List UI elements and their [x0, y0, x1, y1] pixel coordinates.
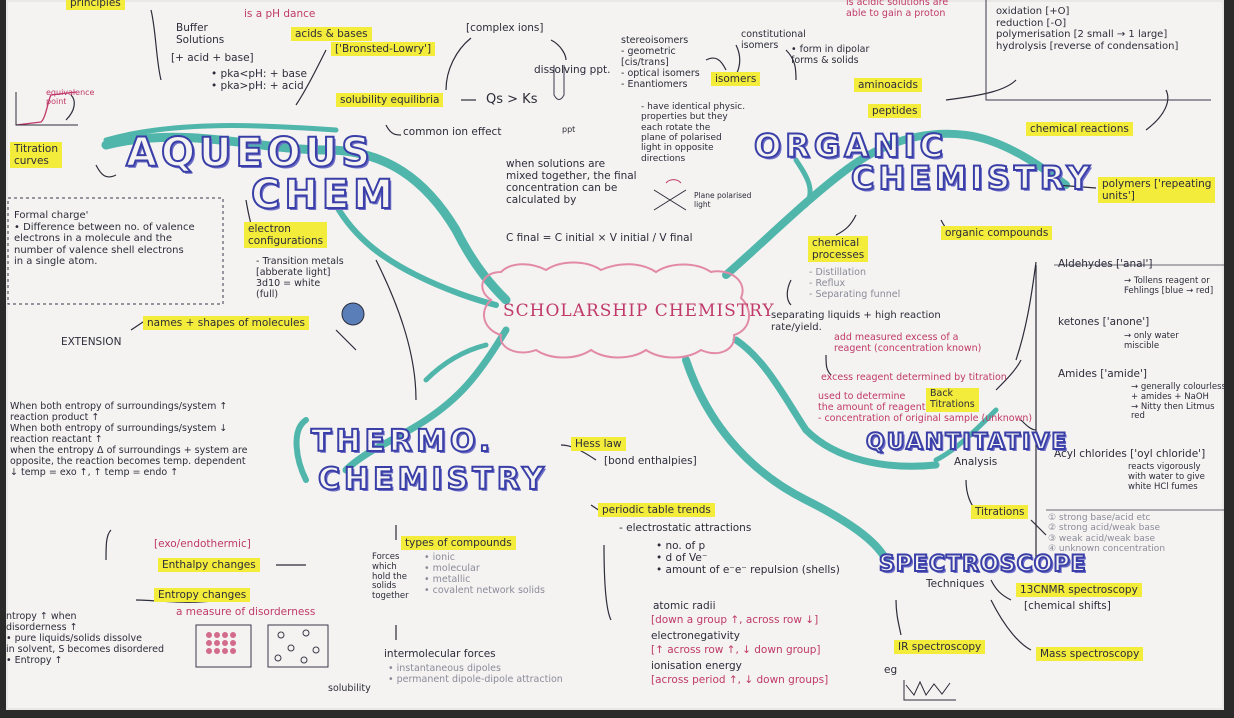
electronegativity-trend: [↑ across row ↑, ↓ down group] [651, 644, 821, 656]
acyl-chlorides-note: reacts vigorously with water to give whi… [1128, 462, 1205, 492]
ionisation-energy-label: ionisation energy [651, 660, 742, 672]
bond-enthalpies-label: [bond enthalpies] [604, 455, 697, 467]
exo-endo-label: [exo/endothermic] [154, 538, 251, 550]
mass-spectroscopy-label: Mass spectroscopy [1036, 647, 1144, 662]
excess-reagent-note: excess reagent determined by titration [821, 372, 1007, 383]
types-of-compounds-label: types of compounds [401, 536, 516, 551]
buffer-solutions: Buffer Solutions [176, 22, 225, 47]
ir-spectroscopy-label: IR spectroscopy [894, 640, 986, 655]
formal-charge-note: Formal charge' • Difference between no. … [14, 210, 195, 267]
atomic-radii-trend: [down a group ↑, across row ↓] [651, 614, 819, 626]
ketones-note: → only water miscible [1124, 331, 1179, 351]
techniques-label: Techniques [926, 578, 985, 590]
thermo-title-line2: CHEMISTRY [317, 462, 548, 498]
stereoisomers-list: stereoisomers - geometric [cis/trans] - … [621, 35, 700, 90]
analysis-label: Analysis [954, 456, 998, 468]
enthalpy-changes-label: Enthalpy changes [158, 558, 260, 573]
aminoacids-label: aminoacids [854, 78, 922, 93]
chemical-shifts-label: [chemical shifts] [1024, 600, 1111, 612]
qs-ks-relation: Qs > Ks [486, 92, 538, 107]
spectroscope-title: SPECTROSCOPE [878, 551, 1087, 578]
aqueous-title-line2: CHEM [250, 171, 397, 219]
peptides-label: peptides [868, 104, 922, 119]
dissolving-ppt-label: dissolving ppt. [534, 64, 611, 76]
solubility-equilibria-label: solubility equilibria [336, 93, 444, 108]
amides-label: Amides ['amide'] [1058, 368, 1147, 380]
common-ion-effect-label: common ion effect [403, 126, 502, 138]
bronsted-label: ['Bronsted-Lowry'] [331, 42, 436, 57]
electrostatic-label: - electrostatic attractions [619, 522, 752, 534]
zwitterion-note: • form in dipolar forms & solids [791, 44, 870, 66]
separating-note: separating liquids + high reaction rate/… [771, 310, 941, 333]
transition-metals-note: - Transition metals [abberate light] 3d1… [256, 256, 344, 300]
back-titrations-label: Back Titrations [926, 388, 979, 412]
compound-types-list: • ionic • molecular • metallic • covalen… [424, 552, 545, 596]
aqueous-title-line1: AQUEOUS [125, 129, 375, 177]
isomers-label: isomers [711, 72, 761, 87]
entropy-changes-label: Entropy changes [154, 588, 251, 603]
eg-label: eg [884, 664, 898, 676]
process-techniques-list: - Distillation - Reflux - Separating fun… [809, 267, 901, 300]
plane-light-label: Plane polarised light [694, 191, 752, 209]
mind-map-poster: SCHOLARSHIP CHEMISTRY AQUEOUS CHEM princ… [6, 0, 1224, 710]
entropy-increase-notes: ntropy ↑ when disorderness ↑ • pure liqu… [6, 611, 164, 666]
solubility-label: solubility [328, 683, 371, 694]
acids-bases-label: acids & bases [291, 27, 372, 42]
periodic-factors-list: • no. of p • d of Ve⁻ • amount of e⁻e⁻ r… [656, 540, 840, 577]
intermolecular-forces-label: intermolecular forces [384, 648, 496, 660]
thermo-title-line1: THERMO. [310, 424, 495, 460]
forces-note: Forces which hold the solids together [372, 552, 409, 602]
aldehydes-note: → Tollens reagent or Fehlings [blue → re… [1124, 276, 1214, 296]
intermolecular-list: • instantaneous dipoles • permanent dipo… [388, 663, 563, 685]
polymers-label: polymers ['repeating units'] [1098, 177, 1216, 204]
dilution-formula: C final = C initial × V initial / V fina… [506, 232, 693, 244]
ionisation-trend: [across period ↑, ↓ down groups] [651, 674, 829, 686]
buffer-detail: [+ acid + base] [171, 52, 254, 64]
complex-ions-label: [complex ions] [466, 22, 544, 34]
add-excess-note: add measured excess of a reagent (concen… [834, 332, 982, 354]
ketones-label: ketones ['anone'] [1058, 316, 1150, 328]
dilution-note: when solutions are mixed together, the f… [506, 158, 637, 207]
equivalence-point-label: equivalence point [46, 88, 95, 107]
enantiomers-note: - have identical physic. properties but … [641, 102, 746, 164]
chemical-processes-label: chemical processes [808, 236, 869, 263]
aldehydes-label: Aldehydes ['anal'] [1058, 258, 1153, 270]
organic-title-line2: CHEMISTRY [850, 159, 1094, 198]
extension-label: EXTENSION [61, 336, 122, 348]
atomic-radii-label: atomic radii [653, 600, 716, 612]
electron-configurations-label: electron configurations [244, 222, 328, 249]
ppt-label: ppt [562, 125, 576, 134]
titration-curves-label: Titration curves [10, 142, 62, 169]
organic-compounds-label: organic compounds [941, 226, 1053, 241]
organic-title-line1: ORGANIC [753, 127, 948, 166]
quantitative-title: QUANTITATIVE [865, 429, 1069, 456]
electronegativity-label: electronegativity [651, 630, 740, 642]
back-titration-use-note: used to determine the amount of reagent … [818, 391, 1033, 424]
names-shapes-label: names + shapes of molecules [143, 316, 309, 331]
reaction-types-list: oxidation [+O] reduction [-O] polymerisa… [996, 6, 1179, 52]
pka-notes: • pka<pH: + base • pka>pH: + acid [211, 68, 307, 93]
center-title: SCHOLARSHIP CHEMISTRY [503, 301, 775, 321]
ph-dance-note: is a pH dance [244, 8, 316, 20]
disorderness-definition: a measure of disorderness [176, 606, 316, 618]
titrations-label: Titrations [971, 505, 1029, 520]
amino-acid-note: is acidic solutions are able to gain a p… [846, 0, 949, 19]
titrations-list: ① strong base/acid etc ② strong acid/wea… [1048, 513, 1166, 555]
amides-note: → generally colourless + amides + NaOH →… [1131, 382, 1224, 422]
periodic-trends-label: periodic table trends [598, 503, 715, 518]
hess-law-label: Hess law [571, 437, 626, 452]
cnmr-label: 13CNMR spectroscopy [1016, 583, 1142, 598]
constitutional-isomers-label: constitutional isomers [741, 29, 806, 51]
chemical-reactions-label: chemical reactions [1026, 122, 1133, 137]
entropy-surroundings-notes: When both entropy of surroundings/system… [10, 401, 248, 478]
acyl-chlorides-label: Acyl chlorides ['oyl chloride'] [1054, 448, 1206, 460]
principles-label: principles [66, 0, 125, 11]
